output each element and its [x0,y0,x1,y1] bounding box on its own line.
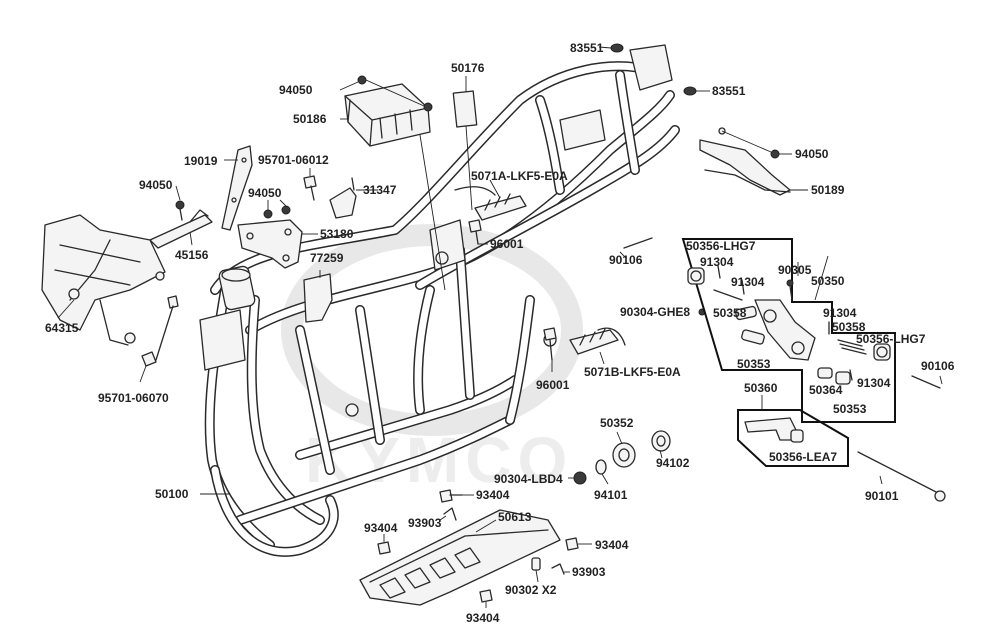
screw-93903-right [551,563,570,575]
label-50356-LHG7-upper: 50356-LHG7 [686,239,756,253]
pin-90106-left [619,237,653,259]
bolt-06012 [303,168,317,201]
axle-90101 [857,451,946,502]
label-93903-right: 93903 [572,565,606,579]
bolt-93404-bottom [479,589,493,608]
label-90106-right: 90106 [921,359,955,373]
label-50189: 50189 [811,183,845,197]
under-cover-50613 [359,509,561,606]
label-90101: 90101 [865,489,899,503]
label-plate [452,76,478,211]
label-50176: 50176 [451,61,485,75]
label-50613: 50613 [498,510,532,524]
label-91304-upper-left: 91304 [700,255,734,269]
label-53180: 53180 [320,227,354,241]
label-93404-right: 93404 [595,538,629,552]
footrest-5071A [454,179,527,221]
label-96001-upper: 96001 [490,237,524,251]
main-frame [199,44,680,557]
center-stand-assembly-box [681,238,896,423]
plate-77259 [303,270,333,323]
label-50353-left: 50353 [737,357,771,371]
nut-94050-left [175,185,185,221]
bolt-93404-top [439,489,474,503]
label-94050-left: 94050 [139,178,173,192]
front-stay-bracket [221,145,253,231]
rubber-cap-upper [598,43,624,53]
label-83551-lower: 83551 [712,84,746,98]
front-bracket-64315 [41,214,166,346]
label-91304-upper-mid: 91304 [731,275,765,289]
stand-spring-box [737,395,849,467]
label-50356-LHG7-right: 50356-LHG7 [856,332,926,346]
label-93404-bottom: 93404 [466,611,500,625]
label-50186: 50186 [293,112,327,126]
label-90304-GHE8: 90304-GHE8 [620,305,690,319]
stay-45156 [149,209,213,249]
clip-90302 [531,557,541,583]
label-94050-top: 94050 [279,83,313,97]
label-5071B: 5071B-LKF5-E0A [584,365,681,379]
screw-93903-left [439,507,457,521]
bolt-06070 [139,295,179,383]
pin-90106-right [911,375,943,389]
label-91304-right-upper: 91304 [823,306,857,320]
battery-box [339,75,446,291]
label-94101: 94101 [594,488,628,502]
label-50358-left: 50358 [713,306,747,320]
part-labels: 83551 83551 50176 94050 50186 94050 5018… [45,41,955,625]
label-50356-LEA7: 50356-LEA7 [769,450,837,464]
label-94050-rear: 94050 [795,147,829,161]
label-31347: 31347 [363,183,397,197]
label-94102: 94102 [656,456,690,470]
label-5071A: 5071A-LKF5-E0A [471,169,568,183]
label-64315: 64315 [45,321,79,335]
rubber-cap-lower [683,86,710,96]
clip-31347 [329,177,378,219]
bracket-53180 [237,219,318,269]
bolt-93404-right [565,537,592,551]
label-50353-right: 50353 [833,402,867,416]
label-50360: 50360 [744,381,778,395]
bolt-93404-left [377,534,391,555]
label-96001-lower: 96001 [536,378,570,392]
label-45156: 45156 [175,248,209,262]
bolt-96001-lower [543,327,557,372]
footrest-5071B [569,327,626,365]
label-50100: 50100 [155,487,189,501]
label-90305: 90305 [778,263,812,277]
bolt-96001-upper [468,219,488,245]
washers-group [568,430,671,485]
label-95701-06070: 95701-06070 [98,391,169,405]
label-90304-LBD4: 90304-LBD4 [494,472,563,486]
label-93903-left: 93903 [408,516,442,530]
label-93404-top: 93404 [476,488,510,502]
label-91304-right-lower: 91304 [857,376,891,390]
label-50358-right: 50358 [832,320,866,334]
label-50350: 50350 [811,274,845,288]
label-50352: 50352 [600,416,634,430]
label-94050-center: 94050 [248,186,282,200]
label-95701-06012: 95701-06012 [258,153,329,167]
label-93404-left: 93404 [364,521,398,535]
label-19019: 19019 [184,154,218,168]
label-90302: 90302 X2 [505,583,557,597]
rear-bracket [699,127,808,196]
label-77259: 77259 [310,251,344,265]
nuts-94050-center [263,199,291,219]
label-90106-left: 90106 [609,253,643,267]
label-50364: 50364 [809,383,843,397]
label-83551-upper: 83551 [570,41,604,55]
